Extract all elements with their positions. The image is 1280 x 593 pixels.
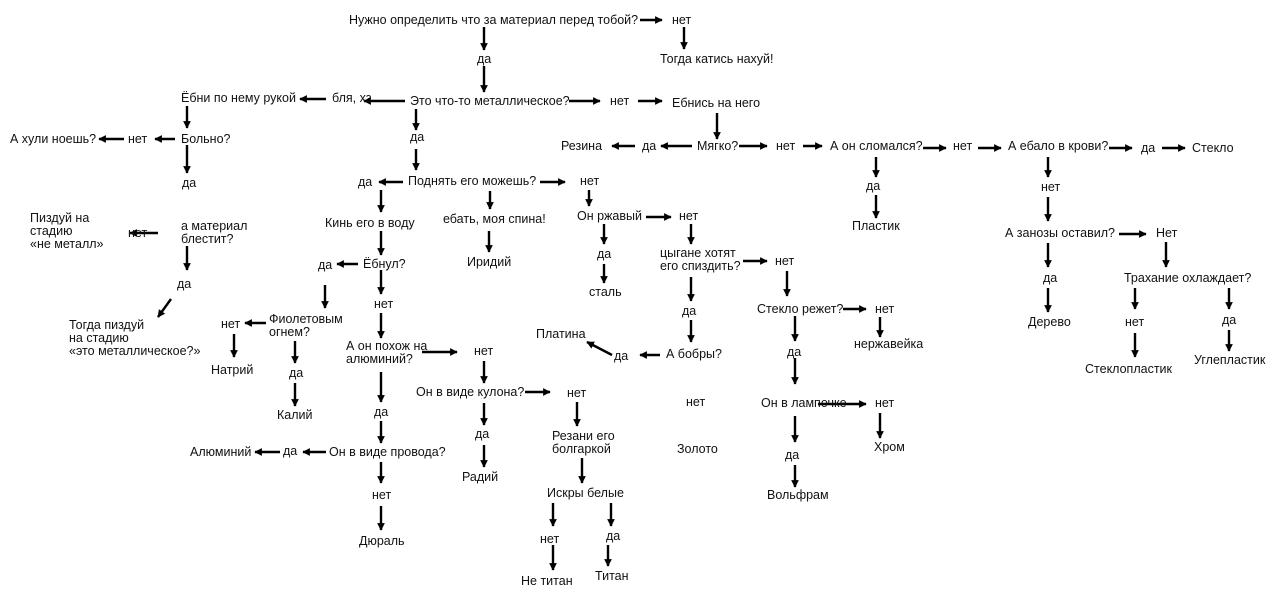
label-no: нет — [953, 139, 973, 153]
result-then-roll: Тогда катись нахуй! — [660, 52, 774, 66]
question-cuts-glass: Стекло режет? — [757, 302, 844, 316]
label-yes: да — [614, 349, 629, 363]
question-bloody-face: А ебало в крови? — [1008, 139, 1109, 153]
label-no: нет — [610, 94, 630, 108]
result-gold: Золото — [677, 442, 718, 456]
result-platinum: Платина — [536, 327, 586, 341]
question-sex-cools: Трахание охлаждает? — [1124, 271, 1252, 285]
question-is-metal: Это что-то металлическое? — [410, 94, 570, 108]
label-no: нет — [474, 344, 494, 358]
action-throw-water: Кинь его в воду — [325, 216, 415, 230]
label-no: нет — [1125, 315, 1145, 329]
result-carbon-fiber: Углепластик — [1194, 353, 1266, 367]
result-iridium: Иридий — [467, 255, 512, 269]
label-no: нет — [567, 386, 587, 400]
label-no: нет — [776, 139, 796, 153]
question-beavers: А бобры? — [666, 347, 722, 361]
label-yes: да — [475, 427, 490, 441]
result-titanium: Титан — [595, 569, 629, 583]
action-hit-it-hand: Ёбни по нему рукой — [181, 91, 296, 105]
label-yes: да — [597, 247, 612, 261]
result-potassium: Калий — [277, 408, 313, 422]
question-can-lift: Поднять его можешь? — [408, 174, 537, 188]
result-tungsten: Вольфрам — [767, 488, 829, 502]
label-no: нет — [875, 396, 895, 410]
result-rubber: Резина — [561, 139, 603, 153]
result-duralumin: Дюраль — [359, 534, 405, 548]
label-no: нет — [686, 395, 706, 409]
label-no: нет — [672, 13, 692, 27]
result-go-not-metal: Пиздуй на стадию «не металл» — [30, 211, 104, 251]
question-purple-fire: Фиолетовым огнем? — [269, 312, 343, 339]
question-rusty: Он ржавый — [577, 209, 642, 223]
result-whine: А хули ноешь? — [10, 132, 97, 146]
label-no: нет — [374, 297, 394, 311]
label-my-back: ебать, моя спина! — [443, 212, 546, 226]
label-yes: да — [289, 366, 304, 380]
question-need-identify: Нужно определить что за материал перед т… — [349, 13, 639, 27]
label-yes: да — [477, 52, 492, 66]
result-plastic: Пластик — [852, 219, 900, 233]
label-no: нет — [580, 174, 600, 188]
flow-arrow-80 — [586, 340, 613, 357]
label-yes: да — [1043, 271, 1058, 285]
question-wire: Он в виде провода? — [329, 445, 446, 459]
question-in-bulb: Он в лампочке — [761, 396, 847, 410]
result-glass: Стекло — [1192, 141, 1234, 155]
label-no: нет — [875, 302, 895, 316]
label-yes: да — [318, 258, 333, 272]
label-no: нет — [372, 488, 392, 502]
result-sodium: Натрий — [211, 363, 254, 377]
question-boom: Ёбнул? — [363, 257, 406, 271]
label-yes: да — [410, 130, 425, 144]
label-yes: да — [358, 175, 373, 189]
label-fuck-dunno: бля, хз — [332, 91, 372, 105]
action-hit-it: Ебнись на него — [672, 96, 761, 110]
result-go-metal: Тогда пиздуй на стадию «это металлическо… — [69, 318, 201, 358]
action-cut-grinder: Резани его болгаркой — [552, 429, 615, 456]
label-no: нет — [679, 209, 699, 223]
label-no: нет — [128, 132, 148, 146]
question-hurts: Больно? — [181, 132, 231, 146]
question-shines: а материал блестит? — [181, 219, 248, 246]
question-gypsies: цыгане хотят его спиздить? — [660, 246, 741, 273]
label-yes: да — [785, 448, 800, 462]
label-yes: да — [182, 176, 197, 190]
label-no: Нет — [1156, 226, 1178, 240]
label-yes: да — [374, 405, 389, 419]
label-no: нет — [540, 532, 560, 546]
label-yes: да — [283, 444, 298, 458]
question-splinters: А занозы оставил? — [1005, 226, 1116, 240]
result-fiberglass: Стеклопластик — [1085, 362, 1172, 376]
label-yes: да — [787, 345, 802, 359]
result-radium: Радий — [462, 470, 499, 484]
flow-arrow-52 — [157, 298, 172, 318]
result-steel: сталь — [589, 285, 622, 299]
label-no: нет — [128, 226, 148, 240]
question-aluminium-like: А он похож на алюминий? — [346, 339, 428, 366]
label-yes: да — [1141, 141, 1156, 155]
question-soft: Мягко? — [697, 139, 739, 153]
result-stainless: нержавейка — [854, 337, 924, 351]
label-no: нет — [221, 317, 241, 331]
question-pendant: Он в виде кулона? — [416, 385, 525, 399]
label-yes: да — [606, 529, 621, 543]
label-yes: да — [177, 277, 192, 291]
label-no: нет — [1041, 180, 1061, 194]
result-not-titanium: Не титан — [521, 574, 573, 588]
label-yes: да — [1222, 313, 1237, 327]
label-no: нет — [775, 254, 795, 268]
question-broke: А он сломался? — [830, 139, 923, 153]
result-chrome: Хром — [874, 440, 905, 454]
label-yes: да — [642, 139, 657, 153]
result-wood: Дерево — [1028, 315, 1071, 329]
label-yes: да — [866, 179, 881, 193]
result-aluminium: Алюминий — [190, 445, 252, 459]
question-white-sparks: Искры белые — [547, 486, 624, 500]
label-yes: да — [682, 304, 697, 318]
